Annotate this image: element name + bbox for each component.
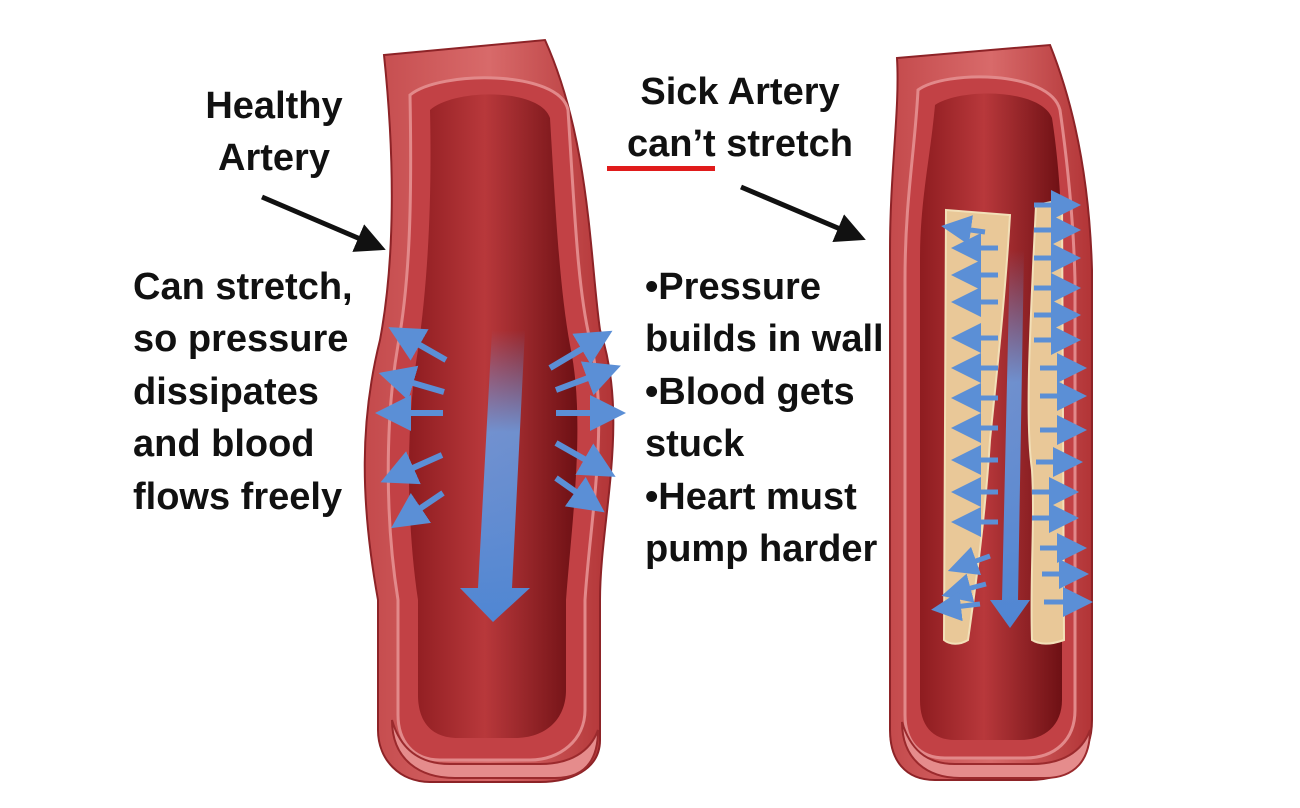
sick-title-line-2: can’t stretch — [600, 118, 880, 170]
sick-pressure-arrows — [931, 190, 1093, 622]
healthy-desc-line: dissipates — [133, 370, 319, 413]
healthy-desc-line: so pressure — [133, 318, 349, 361]
healthy-title-line-2: Artery — [218, 137, 330, 180]
healthy-desc-line: Can stretch, — [133, 266, 353, 308]
healthy-artery — [363, 38, 626, 783]
sick-artery-rim — [901, 721, 1091, 779]
sick-title-rest: stretch — [715, 123, 853, 166]
sick-bullet-heart-cont: pump harder — [645, 528, 878, 571]
healthy-title-line-1: Healthy — [205, 85, 343, 127]
sick-flow-arrow — [990, 250, 1030, 628]
sick-title-line-1: Sick Artery — [640, 71, 840, 113]
sick-artery — [889, 43, 1093, 781]
healthy-flow-arrow — [460, 330, 530, 622]
sick-bullet-blood-cont: stuck — [645, 423, 745, 466]
sick-pointer-arrow — [740, 184, 866, 242]
sick-bullet-pressure: •Pressure — [645, 266, 821, 308]
sick-artery-title: Sick Artery can’t stretch — [600, 66, 880, 171]
sick-bullet-heart: •Heart must — [645, 475, 857, 518]
sick-bullet-list: •Pressure builds in wall •Blood gets stu… — [645, 261, 884, 576]
plaque-right — [1027, 198, 1066, 645]
healthy-artery-title: Healthy Artery — [174, 80, 374, 185]
sick-bullet-pressure-cont: builds in wall — [645, 318, 884, 361]
healthy-pointer-arrow — [261, 194, 386, 252]
healthy-artery-rim — [391, 719, 599, 779]
cant-underline — [607, 166, 715, 171]
healthy-desc-line: flows freely — [133, 475, 343, 518]
healthy-pressure-arrows — [375, 327, 626, 529]
healthy-description: Can stretch, so pressure dissipates and … — [133, 261, 353, 523]
sick-title-emphasis: can’t — [627, 123, 716, 166]
sick-bullet-blood: •Blood gets — [645, 370, 855, 413]
healthy-desc-line: and blood — [133, 423, 315, 466]
